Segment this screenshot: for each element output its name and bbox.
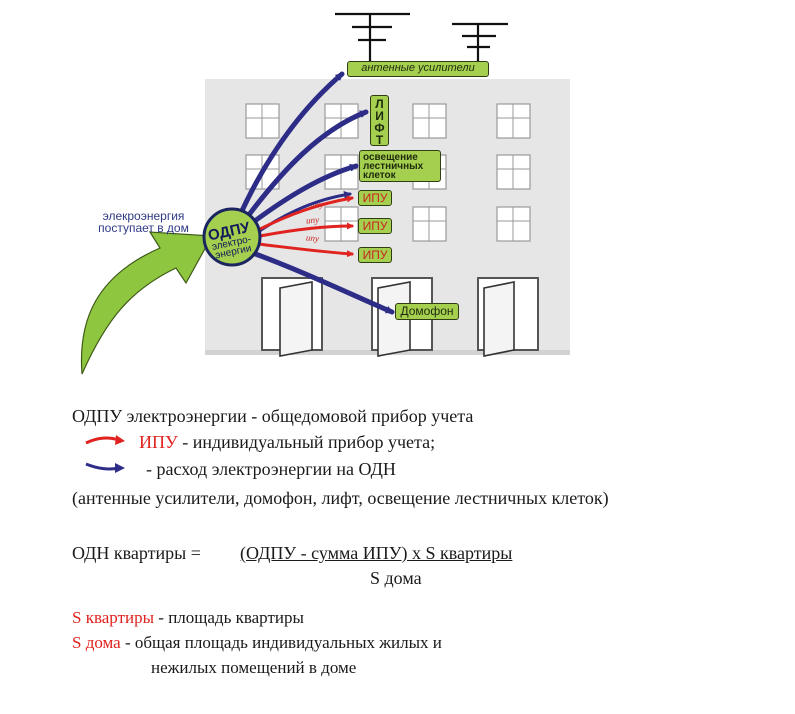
consumption-arrows — [233, 71, 395, 315]
intercom-tag: Домофон — [395, 303, 459, 320]
legend-ipu: ИПУ - индивидуальный прибор учета; — [139, 431, 435, 453]
ipu-tag: ИПУ — [358, 218, 392, 234]
lighting-line1: освещение — [363, 152, 418, 163]
legend-odn: - расход электроэнергии на ОДН — [146, 459, 396, 479]
ipu-abbr: ИПУ — [139, 432, 178, 452]
s-house-term: S дома — [72, 633, 121, 652]
incoming-power-label: элекроэнергия поступает в дом — [86, 210, 201, 234]
s-house-desc: - общая площадь индивидуальных жилых и — [120, 633, 442, 652]
ipu-arrow-label: ипу — [305, 214, 320, 226]
def-s-house-cont: нежилых помещений в доме — [151, 658, 357, 677]
lighting-line2: лестничных — [363, 161, 424, 172]
ipu-arrows — [256, 195, 354, 258]
def-s-apartment: S квартиры - площадь квартиры — [72, 607, 304, 629]
lift-letter: Т — [375, 133, 384, 147]
incoming-label-line1: элекроэнергия — [102, 209, 185, 223]
blue-arrow-icon — [85, 462, 125, 473]
red-arrow-icon — [85, 435, 125, 445]
ipu-arrow-label: ипу — [305, 232, 320, 244]
legend-odpu: ОДПУ электроэнергии - общедомовой прибор… — [72, 406, 474, 426]
antenna-left — [335, 12, 410, 62]
incoming-power-arrow — [80, 231, 213, 375]
lift-letter: Л — [375, 97, 384, 111]
odpu-circle — [202, 207, 262, 267]
s-apartment-term: S квартиры — [72, 608, 155, 627]
formula-denominator: S дома — [370, 568, 422, 588]
stair-lighting-tag: освещение лестничных клеток — [359, 150, 441, 182]
antennas-tag: антенные усилители — [347, 61, 489, 77]
def-s-house: S дома - общая площадь индивидуальных жи… — [72, 632, 442, 654]
lighting-line3: клеток — [363, 170, 396, 181]
incoming-label-line2: поступает в дом — [98, 221, 189, 235]
lift-letter: Ф — [374, 121, 385, 135]
legend-list: (антенные усилители, домофон, лифт, осве… — [72, 488, 609, 508]
antenna-right — [452, 22, 508, 62]
doors — [261, 277, 539, 357]
building-diagram — [80, 12, 570, 375]
formula-numerator-text: (ОДПУ - сумма ИПУ) х S квартиры — [240, 543, 513, 563]
formula-lhs: ОДН квартиры = — [72, 543, 201, 563]
ipu-desc: - индивидуальный прибор учета; — [177, 432, 436, 452]
lift-tag: Л И Ф Т — [370, 95, 389, 146]
s-apartment-desc: - площадь квартиры — [154, 608, 304, 627]
ipu-tag: ИПУ — [358, 247, 392, 263]
ipu-tag: ИПУ — [358, 190, 392, 206]
formula-numerator: (ОДПУ - сумма ИПУ) х S квартиры — [240, 542, 512, 564]
lift-letter: И — [375, 109, 384, 123]
